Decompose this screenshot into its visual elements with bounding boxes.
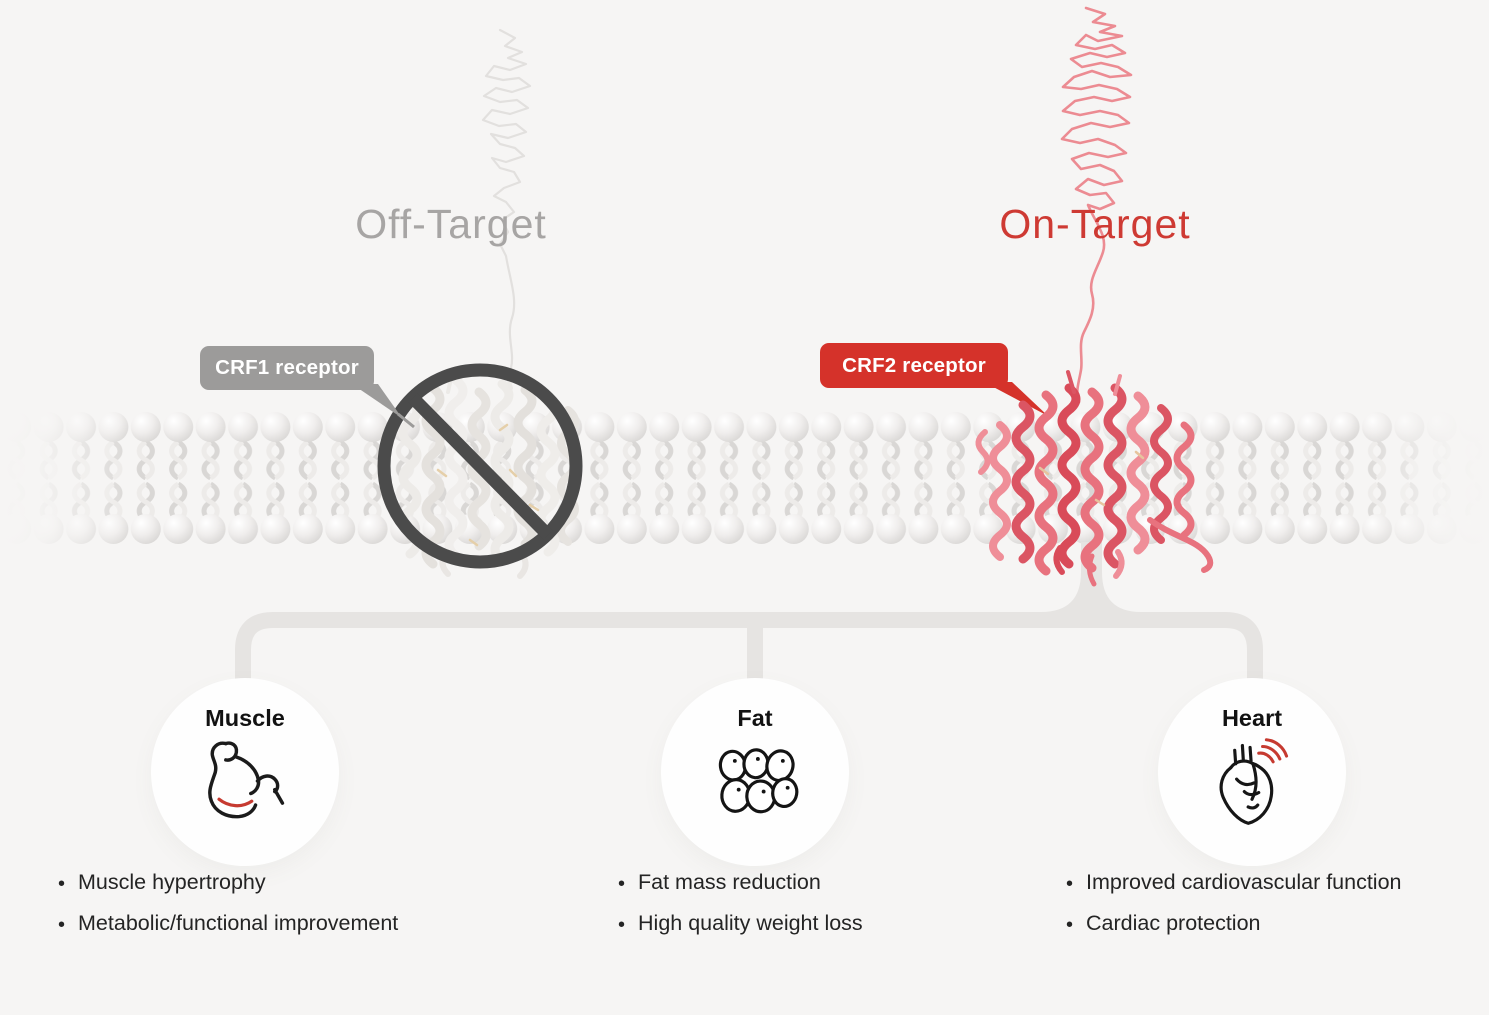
crf2-receptor-protein	[975, 370, 1214, 587]
list-item: • Improved cardiovascular function	[1066, 870, 1402, 899]
muscle-benefits-list: • Muscle hypertrophy • Metabolic/functio…	[58, 870, 398, 952]
list-item: • Fat mass reduction	[618, 870, 863, 899]
outcome-circle-muscle: Muscle	[151, 678, 339, 866]
fat-cells-icon	[718, 748, 799, 814]
bullet-text: Cardiac protection	[1086, 911, 1261, 935]
cell-membrane	[0, 405, 1489, 553]
list-item: • High quality weight loss	[618, 911, 863, 940]
bullet-text: Improved cardiovascular function	[1086, 870, 1402, 894]
outcome-circle-heart: Heart	[1158, 678, 1346, 866]
bullet-icon: •	[618, 873, 626, 895]
crf1-peptide-chain	[481, 28, 532, 370]
bicep-icon	[208, 741, 285, 819]
list-item: • Cardiac protection	[1066, 911, 1402, 940]
bullet-icon: •	[618, 914, 626, 936]
lipid-bilayer	[0, 408, 1489, 548]
list-item: • Muscle hypertrophy	[58, 870, 398, 899]
prohibition-icon	[377, 363, 583, 569]
crf2-receptor-badge: CRF2 receptor	[820, 343, 1008, 388]
bullet-text: Muscle hypertrophy	[78, 870, 266, 894]
bullet-text: Fat mass reduction	[638, 870, 821, 894]
heart-benefits-list: • Improved cardiovascular function • Car…	[1066, 870, 1402, 952]
crf2-peptide-chain	[1060, 6, 1133, 404]
outcome-title: Heart	[1221, 705, 1283, 731]
membrane-fade-left	[0, 405, 135, 553]
crf1-receptor-badge: CRF1 receptor	[200, 346, 374, 390]
crf1-badge-pointer	[352, 384, 415, 429]
crf2-badge-pointer	[984, 382, 1048, 416]
heart-icon	[1219, 738, 1289, 825]
bullet-icon: •	[1066, 873, 1074, 895]
bullet-icon: •	[58, 914, 66, 936]
list-item: • Metabolic/functional improvement	[58, 911, 398, 940]
bullet-icon: •	[1066, 914, 1074, 936]
bullet-text: Metabolic/functional improvement	[78, 911, 399, 935]
branch-connector	[235, 542, 1263, 694]
bullet-text: High quality weight loss	[638, 911, 863, 935]
outcome-title: Fat	[737, 705, 773, 731]
off-target-label: Off-Target	[355, 201, 547, 247]
bullet-icon: •	[58, 873, 66, 895]
outcome-circle-fat: Fat	[661, 678, 849, 866]
on-target-label: On-Target	[999, 201, 1191, 247]
membrane-fade-right	[1354, 405, 1489, 553]
outcome-title: Muscle	[205, 705, 285, 731]
fat-benefits-list: • Fat mass reduction • High quality weig…	[618, 870, 863, 952]
